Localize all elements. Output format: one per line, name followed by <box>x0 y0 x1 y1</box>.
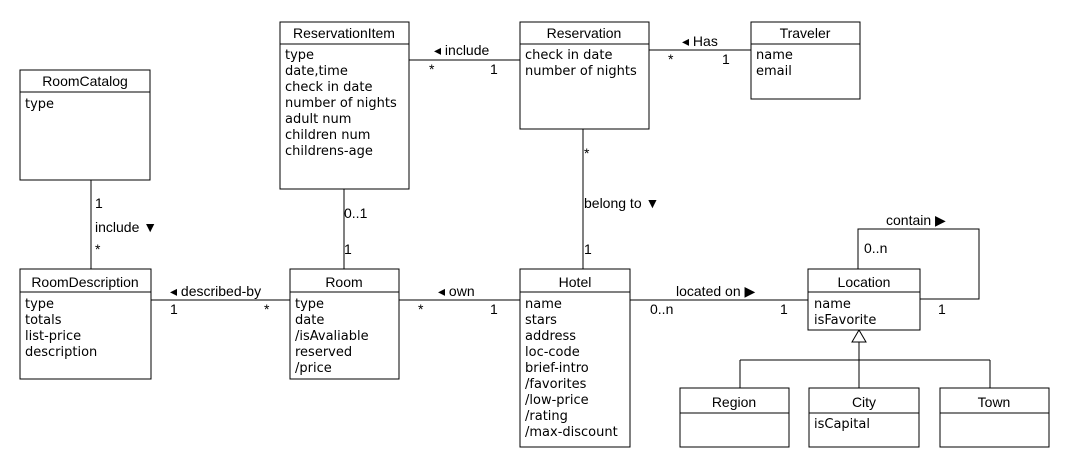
attribute: list-price <box>25 329 81 344</box>
attribute: reserved <box>295 345 352 360</box>
multiplicity: 0..n <box>864 240 887 256</box>
multiplicity: 1 <box>490 61 498 77</box>
attribute: email <box>756 64 792 79</box>
attribute: loc-code <box>525 345 580 360</box>
association-label: include ▼ <box>95 219 157 235</box>
attribute: isCapital <box>814 417 870 432</box>
multiplicity: * <box>264 301 270 317</box>
class-hotel[interactable]: Hotel name stars address loc-code brief-… <box>519 268 631 448</box>
attribute: name <box>756 48 793 63</box>
class-hotel-name: Hotel <box>559 274 592 290</box>
attribute: stars <box>525 313 557 328</box>
edge-location-self <box>857 228 980 300</box>
class-location[interactable]: Location name isFavorite <box>807 268 921 331</box>
attribute: childrens-age <box>285 144 373 159</box>
attribute: check in date <box>285 80 373 95</box>
multiplicity: 0..n <box>650 301 673 317</box>
attribute: type <box>285 48 314 63</box>
multiplicity: * <box>429 61 435 77</box>
attribute: brief-intro <box>525 361 589 376</box>
multiplicity: 1 <box>490 301 498 317</box>
association-label: ◂ own <box>438 283 475 299</box>
multiplicity: 1 <box>344 241 352 257</box>
multiplicity: * <box>95 241 101 257</box>
attribute: description <box>25 345 97 360</box>
association-label: ◂ Has <box>682 33 718 49</box>
attribute: name <box>814 297 851 312</box>
class-reservationitem[interactable]: ReservationItem type date,time check in … <box>279 21 410 190</box>
attribute: /isAvaliable <box>295 329 369 344</box>
attribute: date,time <box>285 64 348 79</box>
multiplicity: 1 <box>722 51 730 67</box>
attribute: children num <box>285 128 370 143</box>
attribute: /max-discount <box>525 425 618 440</box>
class-traveler-name: Traveler <box>780 25 831 41</box>
attribute: /rating <box>525 409 568 424</box>
class-reservation[interactable]: Reservation check in date number of nigh… <box>519 21 650 130</box>
association-label: belong to ▼ <box>584 195 659 211</box>
multiplicity: * <box>418 301 424 317</box>
class-room-name: Room <box>325 274 362 290</box>
generalization-triangle-icon <box>851 329 867 343</box>
attribute: check in date <box>525 48 613 63</box>
class-room[interactable]: Room type date /isAvaliable reserved /pr… <box>289 268 400 380</box>
association-label: ◂ include <box>434 42 489 58</box>
multiplicity: * <box>584 145 590 161</box>
multiplicity: 1 <box>584 241 592 257</box>
attribute: isFavorite <box>814 313 876 328</box>
multiplicity: 1 <box>780 301 788 317</box>
class-location-name: Location <box>838 274 891 290</box>
class-reservation-name: Reservation <box>547 25 622 41</box>
multiplicity: 1 <box>170 301 178 317</box>
class-traveler[interactable]: Traveler name email <box>750 21 861 100</box>
multiplicity: * <box>668 51 674 67</box>
attribute: address <box>525 329 576 344</box>
class-region-name: Region <box>712 394 756 410</box>
attribute: type <box>295 297 324 312</box>
association-label: contain ▶ <box>886 212 946 228</box>
attribute: totals <box>25 313 62 328</box>
multiplicity: 1 <box>938 301 946 317</box>
attribute: type <box>25 97 54 112</box>
attribute: type <box>25 297 54 312</box>
class-reservationitem-name: ReservationItem <box>293 25 395 41</box>
attribute: /favorites <box>525 377 587 392</box>
attribute: date <box>295 313 324 328</box>
class-city-name: City <box>852 394 876 410</box>
class-town-name: Town <box>978 394 1011 410</box>
attribute: number of nights <box>525 64 637 79</box>
class-roomdescription-name: RoomDescription <box>31 274 138 290</box>
association-label: located on ▶ <box>676 283 755 299</box>
attribute: /price <box>295 361 332 376</box>
multiplicity: 0..1 <box>344 205 368 221</box>
class-roomcatalog[interactable]: RoomCatalog type <box>19 69 151 181</box>
class-roomcatalog-name: RoomCatalog <box>42 73 128 89</box>
attribute: adult num <box>285 112 351 127</box>
association-label: ◂ described-by <box>170 283 261 299</box>
attribute: number of nights <box>285 96 397 111</box>
attribute: name <box>525 297 562 312</box>
attribute: /low-price <box>525 393 589 408</box>
class-town[interactable]: Town <box>939 387 1050 448</box>
class-city[interactable]: City isCapital <box>808 387 920 448</box>
multiplicity: 1 <box>95 195 103 211</box>
class-region[interactable]: Region <box>679 387 790 448</box>
class-roomdescription[interactable]: RoomDescription type totals list-price d… <box>19 268 152 380</box>
